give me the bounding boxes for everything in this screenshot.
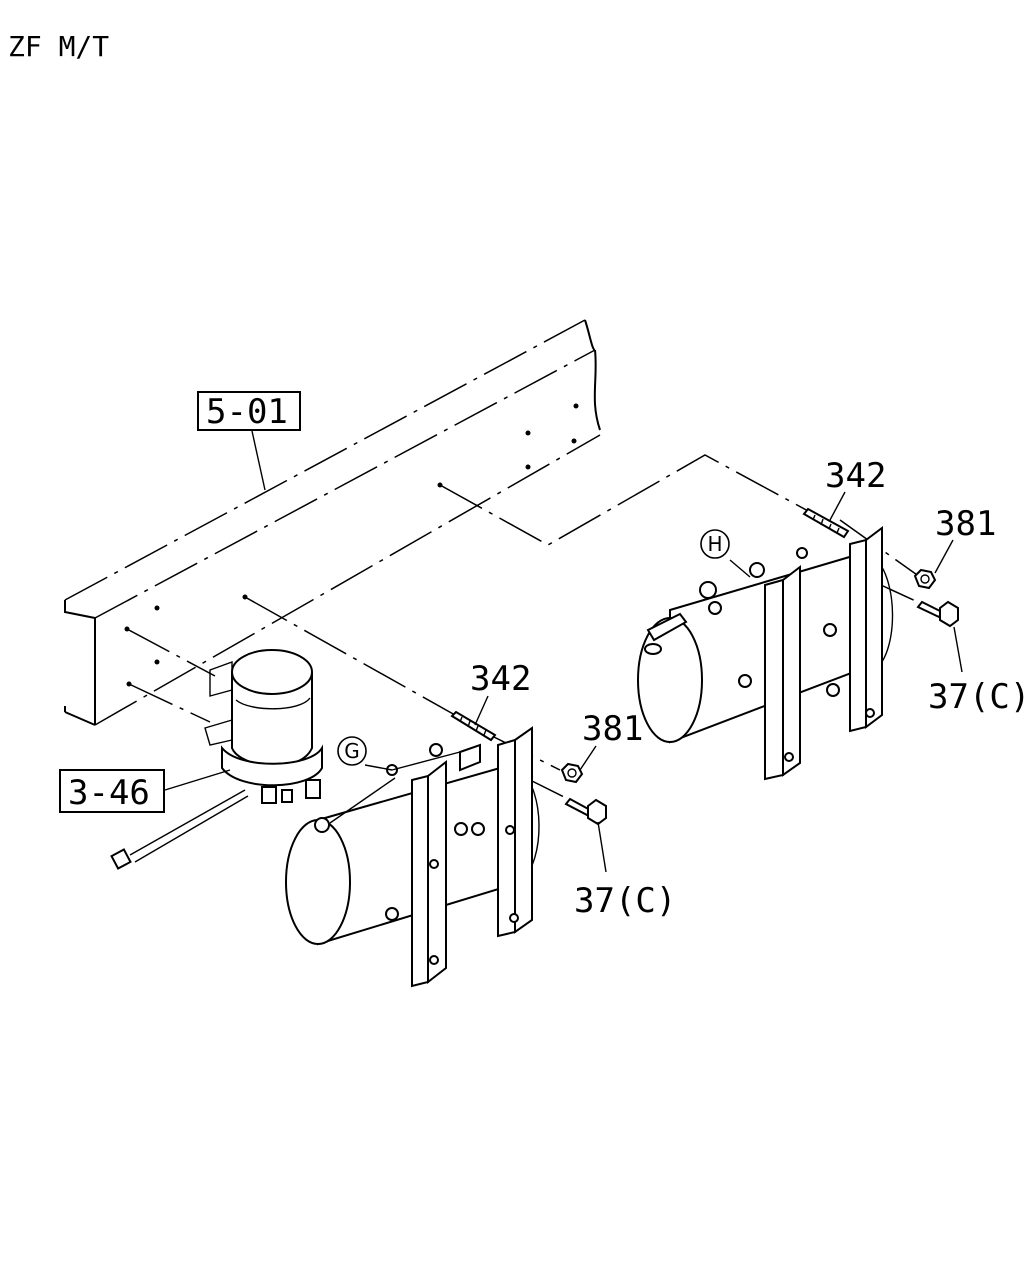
callout-dryer-ref[interactable]: 3-46 [59,769,165,813]
air-tank-left [285,726,540,988]
air-tank-right [637,526,894,781]
nut-right [913,568,937,590]
bolt-left-label[interactable]: 37(C) [574,881,676,921]
stud-right [802,507,850,539]
dryer-ref-label: 3-46 [68,773,150,813]
chassis-frame-rail [64,319,601,726]
stud-left [450,710,497,742]
callout-leaders [164,430,963,873]
bolt-right [916,600,959,628]
nut-left-label[interactable]: 381 [582,709,643,749]
circle-marker-g[interactable]: G [337,736,367,766]
air-dryer-assembly [110,649,323,870]
nut-left [560,762,584,784]
circle-g-label: G [344,739,360,763]
callout-frame-ref[interactable]: 5-01 [197,391,301,432]
circle-marker-h[interactable]: H [700,529,730,559]
bolt-right-label[interactable]: 37(C) [928,677,1024,717]
stud-right-label[interactable]: 342 [825,456,886,496]
frame-ref-label: 5-01 [206,392,288,432]
diagram-header: ZF M/T [8,30,109,63]
nut-right-label[interactable]: 381 [935,504,996,544]
stud-left-label[interactable]: 342 [470,659,531,699]
circle-h-label: H [707,532,722,556]
bolt-left [564,797,607,826]
